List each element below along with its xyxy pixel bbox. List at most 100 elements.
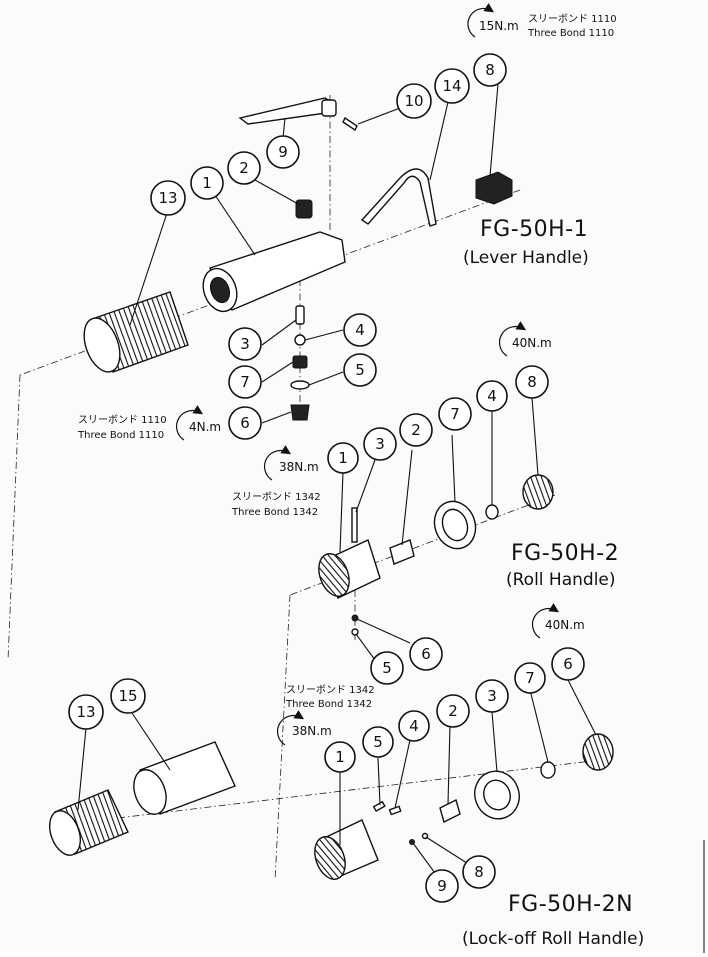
svg-text:14: 14 <box>442 77 461 95</box>
lockoff-sleeve-end <box>133 769 167 815</box>
svg-text:8: 8 <box>474 863 484 881</box>
svg-text:6: 6 <box>421 645 431 663</box>
callout-lockoff-3: 3 <box>475 679 509 713</box>
callout-roll-6: 6 <box>409 637 443 671</box>
callout-roll-4: 4 <box>476 380 508 412</box>
svg-text:2: 2 <box>411 421 421 439</box>
svg-text:10: 10 <box>404 92 423 110</box>
lockoff-washer-part <box>540 761 556 779</box>
sealant-1342b-en: Three Bond 1342 <box>285 699 372 710</box>
model-subtitle-lockoff: (Lock-off Roll Handle) <box>462 929 644 949</box>
oring-part <box>290 380 310 390</box>
model-subtitle-roll: (Roll Handle) <box>506 570 616 590</box>
torque-38nm-a: 38N.m <box>263 445 319 481</box>
torque-38nm-b: 38N.m <box>276 710 332 746</box>
lockoff-ring-bore <box>483 779 511 811</box>
model-labels: FG-50H-1 (Lever Handle) FG-50H-2 (Roll H… <box>462 217 644 949</box>
callout-lever-10: 10 <box>396 83 432 119</box>
svg-text:2: 2 <box>239 159 249 177</box>
lockoff-grip-end <box>48 810 82 856</box>
svg-text:4: 4 <box>355 321 365 339</box>
callout-lockoff-15: 15 <box>110 678 146 714</box>
callout-lockoff-9: 9 <box>425 869 459 903</box>
svg-text:2: 2 <box>448 702 458 720</box>
callout-lockoff-13: 13 <box>68 694 104 730</box>
sealant-top-jp: スリーボンド 1110 <box>528 13 617 25</box>
sealant-notes: スリーボンド 1110 Three Bond 1110 スリーボンド 1110 … <box>77 13 617 710</box>
svg-text:7: 7 <box>450 405 460 423</box>
lever-handle-assembly <box>83 97 513 421</box>
lever-pivot <box>321 99 337 117</box>
callouts-lever: 8 14 10 9 2 1 13 3 4 7 5 6 <box>150 53 507 440</box>
valve-part <box>295 199 313 219</box>
svg-text:7: 7 <box>240 373 250 391</box>
callout-roll-3: 3 <box>363 427 397 461</box>
callout-lever-2: 2 <box>227 151 261 185</box>
svg-text:3: 3 <box>487 687 497 705</box>
pin-part <box>342 116 358 132</box>
svg-text:5: 5 <box>355 361 365 379</box>
svg-text:3: 3 <box>240 335 250 353</box>
svg-text:3: 3 <box>375 435 385 453</box>
svg-text:40N.m: 40N.m <box>545 618 585 632</box>
callout-lockoff-7: 7 <box>514 662 546 694</box>
callout-lockoff-1: 1 <box>324 741 356 773</box>
roll-body-end <box>318 553 350 597</box>
svg-text:7: 7 <box>525 669 535 687</box>
spring-7-part <box>292 355 308 369</box>
callout-lever-1: 1 <box>190 166 224 200</box>
callout-roll-2: 2 <box>399 413 433 447</box>
plug-part <box>290 404 310 421</box>
svg-text:6: 6 <box>240 414 250 432</box>
callout-lever-4: 4 <box>343 313 377 347</box>
svg-text:8: 8 <box>485 61 495 79</box>
svg-text:38N.m: 38N.m <box>292 724 332 738</box>
lever-part <box>238 97 334 125</box>
callout-roll-1: 1 <box>327 442 359 474</box>
callout-lever-13: 13 <box>150 180 186 216</box>
callout-lever-3: 3 <box>228 327 262 361</box>
model-title-roll: FG-50H-2 <box>511 541 619 566</box>
callout-lever-8: 8 <box>473 53 507 87</box>
torque-15nm: 15N.m <box>467 3 519 38</box>
sealant-1342a-en: Three Bond 1342 <box>231 507 318 518</box>
lockoff-body-end <box>314 836 346 880</box>
body-bore <box>209 276 231 304</box>
roll-ring-bore <box>441 508 469 542</box>
svg-text:1: 1 <box>202 174 212 192</box>
callout-lockoff-5: 5 <box>362 726 394 758</box>
svg-text:15N.m: 15N.m <box>479 19 519 33</box>
svg-text:4N.m: 4N.m <box>189 420 221 434</box>
callout-roll-8: 8 <box>515 365 549 399</box>
torque-40nm-a: 40N.m <box>498 321 552 357</box>
svg-text:13: 13 <box>76 703 95 721</box>
callout-lever-9: 9 <box>266 135 300 169</box>
sealant-1342a-jp: スリーボンド 1342 <box>232 491 321 503</box>
svg-text:6: 6 <box>563 655 573 673</box>
svg-text:13: 13 <box>158 189 177 207</box>
callouts-roll: 1 3 2 7 4 8 5 6 <box>327 365 549 685</box>
roll-handle-assembly <box>318 474 554 636</box>
callout-lockoff-2: 2 <box>436 694 470 728</box>
callout-lever-14: 14 <box>434 68 470 104</box>
lockoff-valve-part <box>439 798 461 824</box>
lockoff-pin-4 <box>388 805 402 816</box>
svg-text:4: 4 <box>409 717 419 735</box>
callout-lockoff-8: 8 <box>462 855 496 889</box>
callout-lockoff-4: 4 <box>398 710 430 742</box>
sealant-top-en: Three Bond 1110 <box>527 28 614 39</box>
roll-washer-part <box>485 504 499 520</box>
sealant-1342b-jp: スリーボンド 1342 <box>286 684 375 696</box>
svg-text:9: 9 <box>437 877 447 895</box>
svg-text:8: 8 <box>527 373 537 391</box>
callouts-lockoff: 13 15 1 5 4 2 3 7 6 9 8 <box>68 647 585 903</box>
lockoff-nut-part <box>582 733 614 771</box>
callout-lever-7: 7 <box>228 365 262 399</box>
roll-small-6 <box>351 614 359 622</box>
callout-roll-7: 7 <box>438 397 472 431</box>
sealant-left-en: Three Bond 1110 <box>77 430 164 441</box>
model-subtitle-lever: (Lever Handle) <box>463 248 589 268</box>
svg-text:40N.m: 40N.m <box>512 336 552 350</box>
